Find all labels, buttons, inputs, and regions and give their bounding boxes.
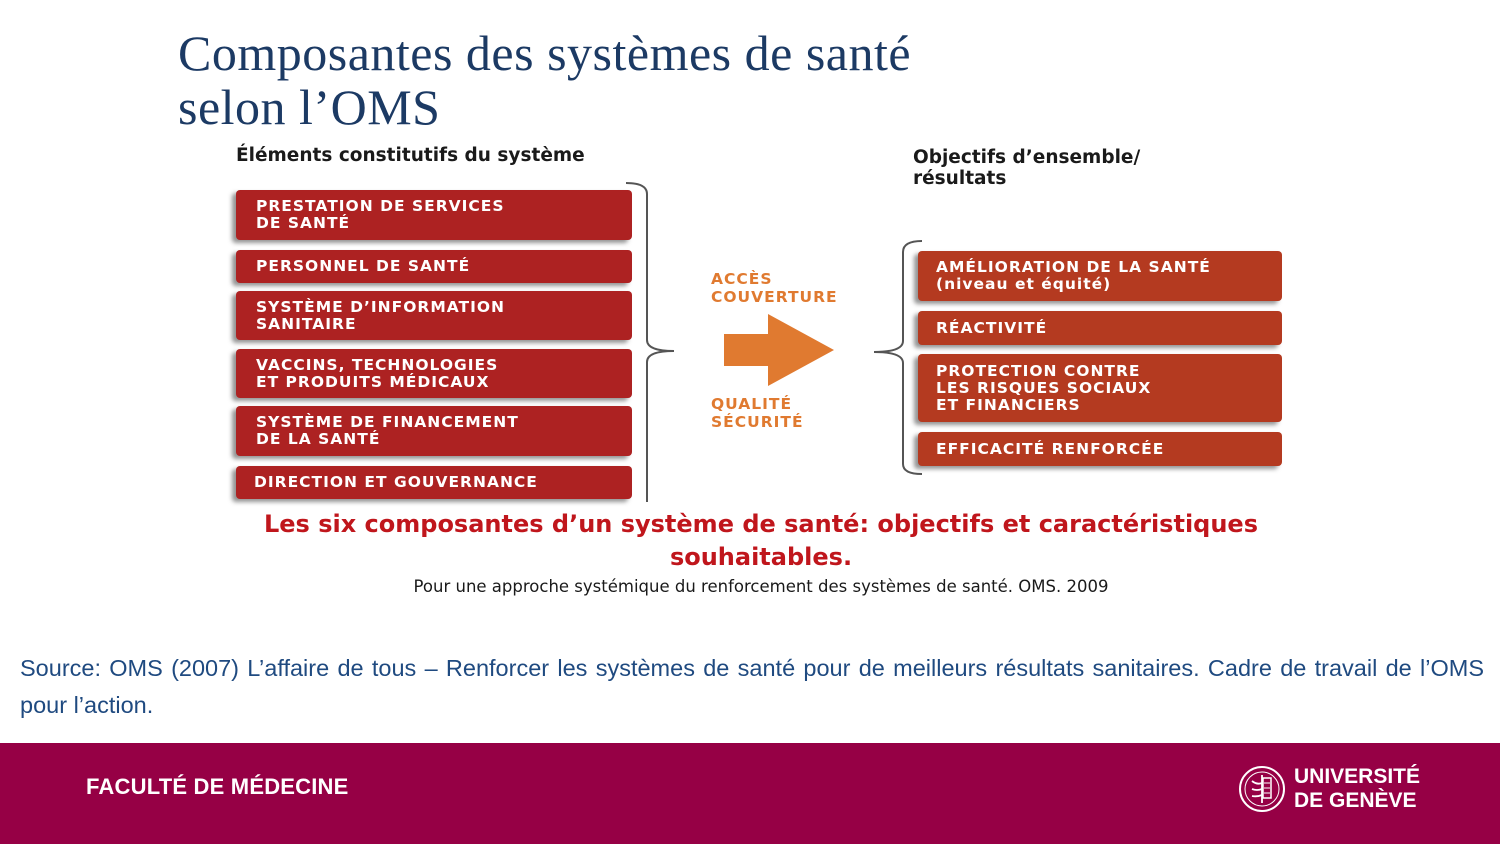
building-blocks-heading: Éléments constitutifs du système (236, 145, 585, 166)
diagram-caption: Les six composantes d’un système de sant… (263, 510, 1258, 571)
footer-bar: FACULTÉ DE MÉDECINE UNIVERSITÉ DE GENÈVE (0, 743, 1500, 844)
outcome-label: RÉACTIVITÉ (936, 318, 1048, 337)
quality-safety-label: QUALITÉ SÉCURITÉ (711, 395, 804, 431)
building-block-label: PERSONNEL DE SANTÉ (256, 257, 471, 275)
university-logo: UNIVERSITÉ DE GENÈVE (1238, 765, 1420, 813)
outcome-efficiency: EFFICACITÉ RENFORCÉE (918, 432, 1282, 466)
building-block-information-system: SYSTÈME D’INFORMATION SANITAIRE (236, 291, 632, 340)
arrow-right-icon (724, 314, 834, 386)
building-block-label: SYSTÈME DE FINANCEMENT DE LA SANTÉ (256, 413, 519, 448)
outcome-label: AMÉLIORATION DE LA SANTÉ (niveau et équi… (936, 258, 1211, 293)
building-block-medical-products: VACCINS, TECHNOLOGIES ET PRODUITS MÉDICA… (236, 349, 632, 398)
diagram-reference: Pour une approche systémique du renforce… (413, 577, 1109, 596)
university-name: UNIVERSITÉ DE GENÈVE (1294, 765, 1421, 812)
building-block-service-delivery: PRESTATION DE SERVICES DE SANTÉ (236, 190, 632, 240)
slide-title: Composantes des systèmes de santé selon … (178, 25, 912, 135)
building-block-health-workforce: PERSONNEL DE SANTÉ (236, 250, 632, 283)
outcomes-heading: Objectifs d’ensemble/ résultats (913, 147, 1141, 189)
building-block-label: SYSTÈME D’INFORMATION SANITAIRE (256, 297, 506, 333)
source-citation: Source: OMS (2007) L’affaire de tous – R… (20, 655, 1484, 718)
building-block-financing: SYSTÈME DE FINANCEMENT DE LA SANTÉ (236, 406, 632, 456)
building-block-label: DIRECTION ET GOUVERNANCE (254, 473, 538, 491)
outcome-responsiveness: RÉACTIVITÉ (918, 311, 1282, 345)
faculty-name: FACULTÉ DE MÉDECINE (86, 774, 349, 799)
building-block-governance: DIRECTION ET GOUVERNANCE (236, 466, 632, 499)
building-block-label: VACCINS, TECHNOLOGIES ET PRODUITS MÉDICA… (256, 355, 499, 391)
outcome-improved-health: AMÉLIORATION DE LA SANTÉ (niveau et équi… (918, 251, 1282, 301)
university-seal-icon (1239, 766, 1285, 812)
outcome-financial-protection: PROTECTION CONTRE LES RISQUES SOCIAUX ET… (918, 354, 1282, 422)
building-block-label: PRESTATION DE SERVICES DE SANTÉ (256, 197, 505, 232)
outcome-label: EFFICACITÉ RENFORCÉE (936, 439, 1165, 458)
left-curly-bracket-icon (873, 240, 923, 475)
access-coverage-label: ACCÈS COUVERTURE (711, 270, 838, 306)
right-curly-bracket-icon (625, 182, 675, 502)
outcome-label: PROTECTION CONTRE LES RISQUES SOCIAUX ET… (936, 361, 1152, 414)
